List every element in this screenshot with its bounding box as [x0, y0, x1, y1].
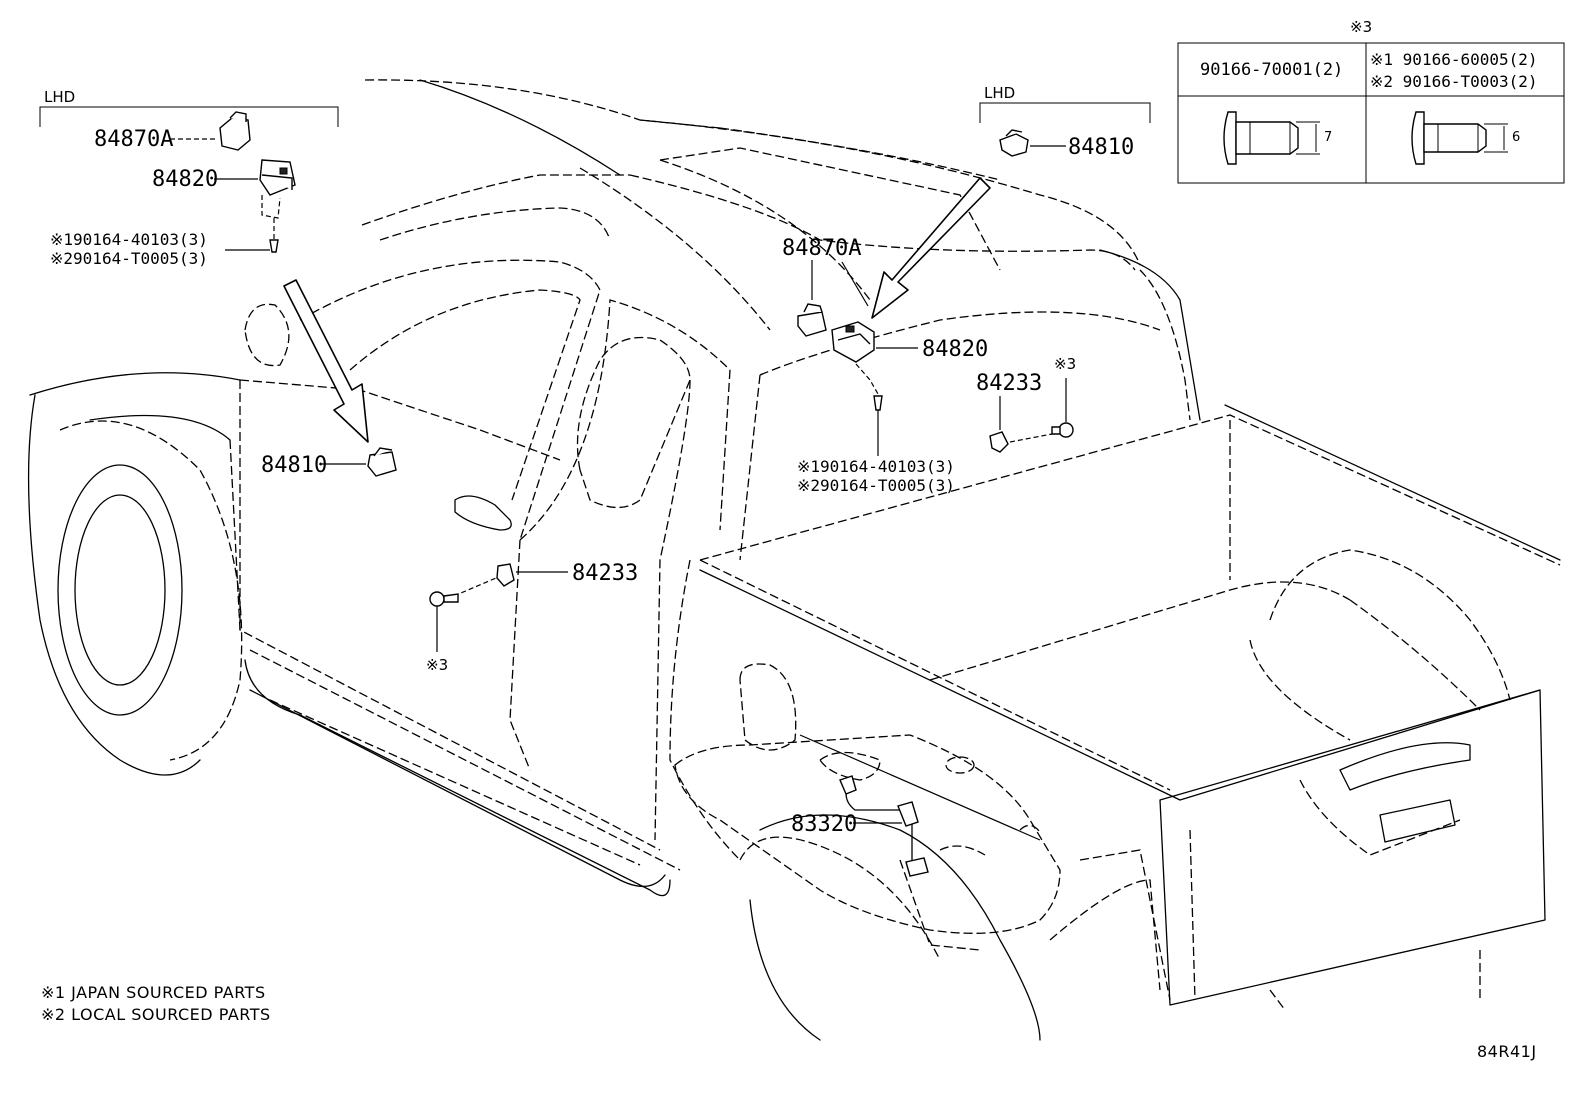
- lhd-label-right: LHD: [984, 84, 1016, 102]
- screw-number-t0003[interactable]: ※2 90166-T0003(2): [1370, 72, 1538, 91]
- screw-length-7: 7: [1324, 130, 1333, 145]
- part-number-84810-door[interactable]: 84810: [261, 453, 328, 478]
- part-number-84870a-left[interactable]: 84870A: [94, 127, 174, 152]
- footnote-local-sourced: ※2 LOCAL SOURCED PARTS: [41, 1005, 271, 1024]
- lhd-bracket-right: [979, 102, 1151, 123]
- arrow-to-door-mirror: [283, 279, 369, 443]
- part-number-84233-door[interactable]: 84233: [572, 561, 639, 586]
- bolt-number-left-local[interactable]: ※290164-T0005(3): [50, 249, 208, 268]
- part-84820-center: [831, 321, 918, 456]
- note-3-door: ※3: [426, 656, 449, 674]
- part-84810-right: [999, 129, 1066, 157]
- part-number-84820-center[interactable]: 84820: [922, 337, 989, 362]
- bolt-number-left-japan[interactable]: ※190164-40103(3): [50, 230, 208, 249]
- arrow-to-cab-rear: [871, 177, 991, 319]
- note-3-rear: ※3: [1054, 355, 1077, 373]
- part-84870a-center: [797, 260, 869, 337]
- part-number-84870a-center[interactable]: 84870A: [782, 236, 862, 261]
- bolt-number-center-local[interactable]: ※290164-T0005(3): [797, 476, 955, 495]
- part-83320-sensor: [799, 734, 1041, 877]
- lhd-label-left: LHD: [44, 88, 76, 106]
- part-84870a-left: [170, 111, 251, 151]
- part-number-83320[interactable]: 83320: [791, 812, 858, 837]
- screw-number-70001[interactable]: 90166-70001(2): [1200, 60, 1344, 80]
- lhd-bracket-left: [39, 106, 339, 127]
- part-number-84820-left[interactable]: 84820: [152, 167, 219, 192]
- part-number-84233-rear[interactable]: 84233: [976, 371, 1043, 396]
- part-84233-rear: [989, 378, 1074, 453]
- footnote-japan-sourced: ※1 JAPAN SOURCED PARTS: [41, 983, 266, 1002]
- part-number-84810-right[interactable]: 84810: [1068, 135, 1135, 160]
- part-84820-left: [214, 159, 296, 253]
- diagram-code: 84R41J: [1477, 1042, 1537, 1061]
- screw-length-6: 6: [1512, 130, 1521, 145]
- screw-table-title: ※3: [1350, 18, 1373, 36]
- part-84810-door: [322, 447, 397, 477]
- screw-number-60005[interactable]: ※1 90166-60005(2): [1370, 50, 1538, 69]
- screw-spec-table: [1177, 42, 1565, 184]
- part-84233-door: [429, 563, 568, 652]
- bolt-number-center-japan[interactable]: ※190164-40103(3): [797, 457, 955, 476]
- pickup-truck-outline: [27, 79, 1561, 1041]
